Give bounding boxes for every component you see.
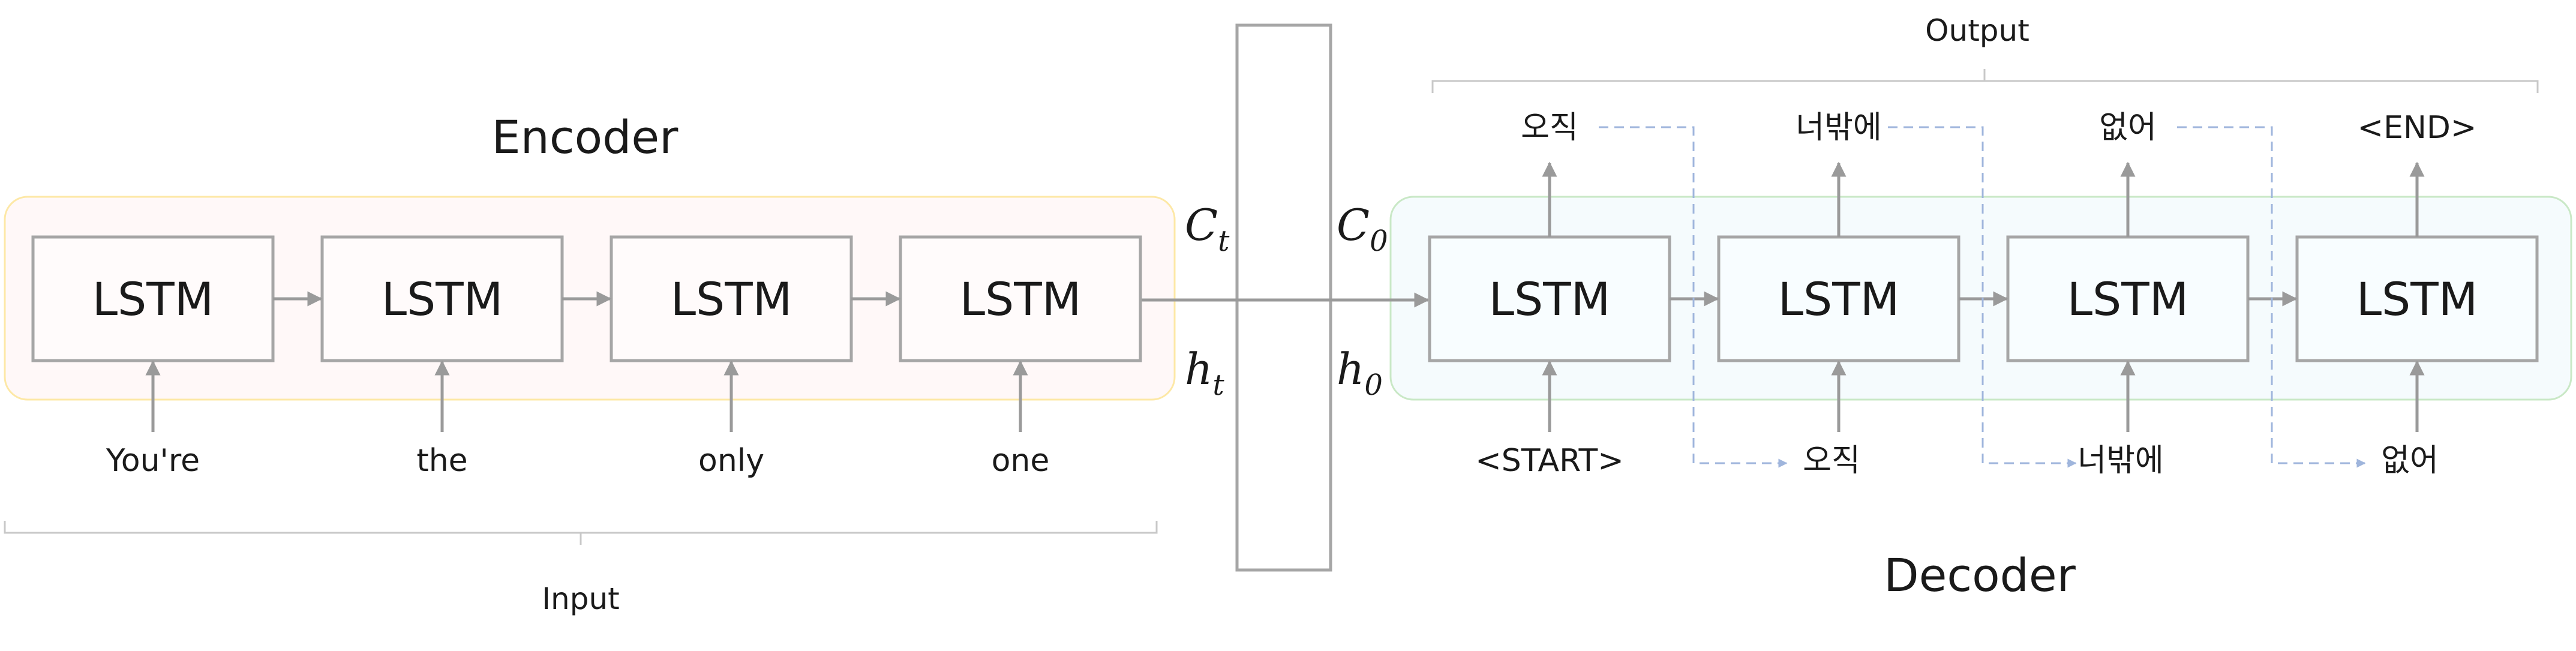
- encoder-lstm-label-3: LSTM: [671, 272, 792, 326]
- decoder-output-word-1: 오직: [1521, 110, 1578, 146]
- encoder-lstm-label-1: LSTM: [92, 272, 214, 326]
- decoder-lstm-label-1: LSTM: [1489, 272, 1611, 326]
- decoder-lstm-cell-3: [2006, 235, 2250, 362]
- output-brace: [1431, 69, 2539, 93]
- feedback-arrow-2: [1888, 126, 2077, 468]
- lstm-cells: LSTM LSTM LSTM LSTM LSTM LSTM LSTM LSTM: [31, 235, 2539, 362]
- decoder-lstm-label-2: LSTM: [1778, 272, 1900, 326]
- feedback-arrow-3: [2177, 126, 2366, 468]
- decoder-output-word-4: <END>: [2358, 110, 2477, 146]
- feedback-arrow-1: [1599, 126, 1788, 468]
- context-c-0: C0: [1337, 200, 1388, 258]
- encoder-lstm-cell-4: [899, 235, 1142, 362]
- encoder-input-word-2: the: [416, 443, 467, 479]
- encoder-input-word-3: only: [698, 443, 764, 479]
- context-h-t: ht: [1185, 344, 1224, 402]
- encoder-lstm-label-4: LSTM: [960, 272, 1082, 326]
- input-brace: [4, 521, 1158, 545]
- context-h-0: h0: [1337, 344, 1383, 402]
- decoder-output-word-3: 없어: [2099, 110, 2157, 146]
- encoder-lstm-label-2: LSTM: [382, 272, 503, 326]
- decoder-lstm-label-3: LSTM: [2067, 272, 2189, 326]
- context-c-t: Ct: [1185, 200, 1230, 258]
- input-label: Input: [542, 581, 619, 616]
- decoder-title: Decoder: [1884, 548, 2076, 602]
- decoder-lstm-label-4: LSTM: [2356, 272, 2478, 326]
- decoder-lstm-cell-4: [2295, 235, 2539, 362]
- context-vector-box: [1235, 23, 1332, 572]
- output-label: Output: [1925, 13, 2029, 48]
- encoder-input-word-1: You're: [106, 443, 200, 479]
- encoder-input-word-4: one: [992, 443, 1050, 479]
- decoder-input-word-1: <START>: [1475, 443, 1624, 479]
- decoder-input-word-4: 없어: [2381, 443, 2439, 479]
- decoder-input-word-2: 오직: [1803, 443, 1860, 479]
- connections: [145, 126, 2425, 468]
- encoder-title: Encoder: [492, 110, 678, 164]
- decoder-output-word-2: 너밖에: [1796, 110, 1882, 146]
- decoder-input-word-3: 너밖에: [2077, 443, 2164, 479]
- decoder-lstm-cell-1: [1428, 235, 1671, 362]
